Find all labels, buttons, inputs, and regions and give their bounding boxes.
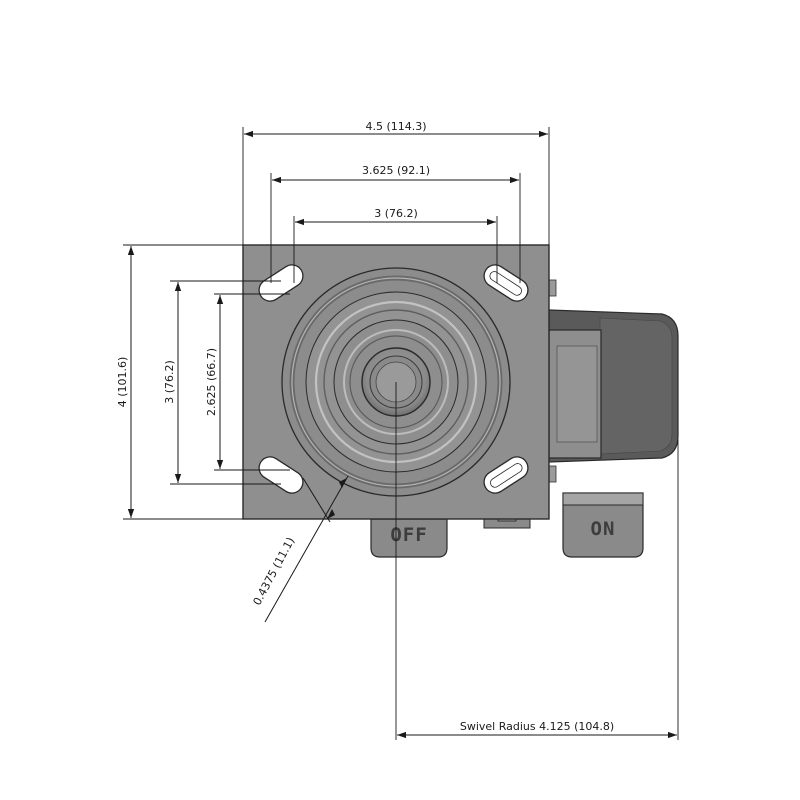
dimension-lines xyxy=(123,127,679,740)
wheel-tread-highlight xyxy=(599,317,673,455)
dim-bolt-hole-leader xyxy=(264,475,349,623)
brake-on-label: ON xyxy=(591,518,616,540)
label-overall-width: 4.5 (114.3) xyxy=(365,120,426,133)
label-swivel-radius: Swivel Radius 4.125 (104.8) xyxy=(460,720,614,733)
wheel-assembly xyxy=(548,279,679,483)
brake-pedal-off: OFF xyxy=(370,518,448,558)
label-inner-hole-spacing: 3 (76.2) xyxy=(374,207,418,220)
axle-nut-top xyxy=(548,279,557,297)
bolt-slot-top-left xyxy=(258,264,304,302)
label-outer-hole-spacing: 3.625 (92.1) xyxy=(362,164,430,177)
brake-off-label: OFF xyxy=(390,524,427,546)
label-bolt-hole-diameter: 0.4375 (11.1) xyxy=(251,535,298,607)
brake-pedal-on-top xyxy=(562,492,644,506)
brake-pedal-on: ON xyxy=(562,492,644,558)
bolt-slot-bottom-right xyxy=(483,456,529,494)
axle-nut-bottom xyxy=(548,465,557,483)
label-hole-spacing-vertical: 3 (76.2) xyxy=(163,360,176,404)
fork-bracket-inner xyxy=(556,345,598,443)
bolt-slot-top-right xyxy=(483,264,529,302)
label-overall-height: 4 (101.6) xyxy=(116,357,129,408)
label-hole-spacing-vertical-inner: 2.625 (66.7) xyxy=(205,348,218,416)
